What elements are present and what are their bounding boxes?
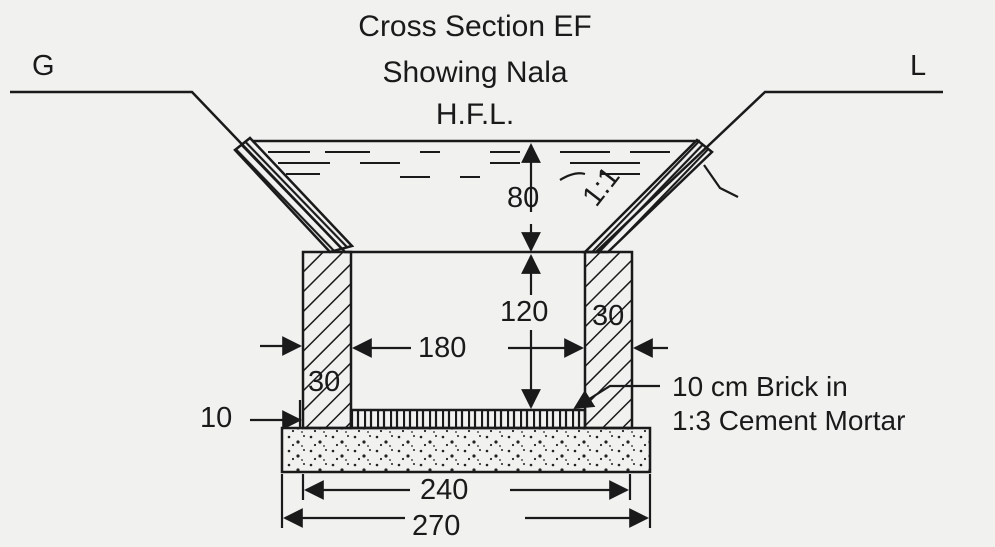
left-side-wall <box>301 250 353 430</box>
point-l-label: L <box>910 50 927 82</box>
title-line-2: Showing Nala <box>382 56 568 89</box>
floor-thickness-value: 10 <box>200 402 233 434</box>
callout-line-2: 1:3 Cement Mortar <box>672 405 906 436</box>
freeboard-value: 80 <box>507 182 540 214</box>
brick-callout: 10 cm Brick in 1:3 Cement Mortar <box>672 370 905 438</box>
concrete-base <box>280 426 652 474</box>
callout-leader <box>573 384 660 410</box>
brick-floor <box>349 408 587 430</box>
inner-base-value: 240 <box>420 474 469 506</box>
callout-line-1: 10 cm Brick in <box>672 371 848 402</box>
slope-leader <box>703 164 739 198</box>
left-slope-pitching <box>233 136 355 254</box>
left-wall-thickness-value: 30 <box>308 366 341 398</box>
title-line-1: Cross Section EF <box>358 10 592 43</box>
outer-base-value: 270 <box>412 510 461 542</box>
right-side-wall <box>583 250 634 430</box>
hfl-label: H.F.L. <box>435 98 515 131</box>
point-g-label: G <box>32 50 55 82</box>
water-ripples <box>268 151 670 178</box>
right-wall-thickness-value: 30 <box>592 300 625 332</box>
clear-span-value: 180 <box>418 332 467 364</box>
slope-tick <box>559 172 586 181</box>
wall-height-value: 120 <box>500 296 549 328</box>
